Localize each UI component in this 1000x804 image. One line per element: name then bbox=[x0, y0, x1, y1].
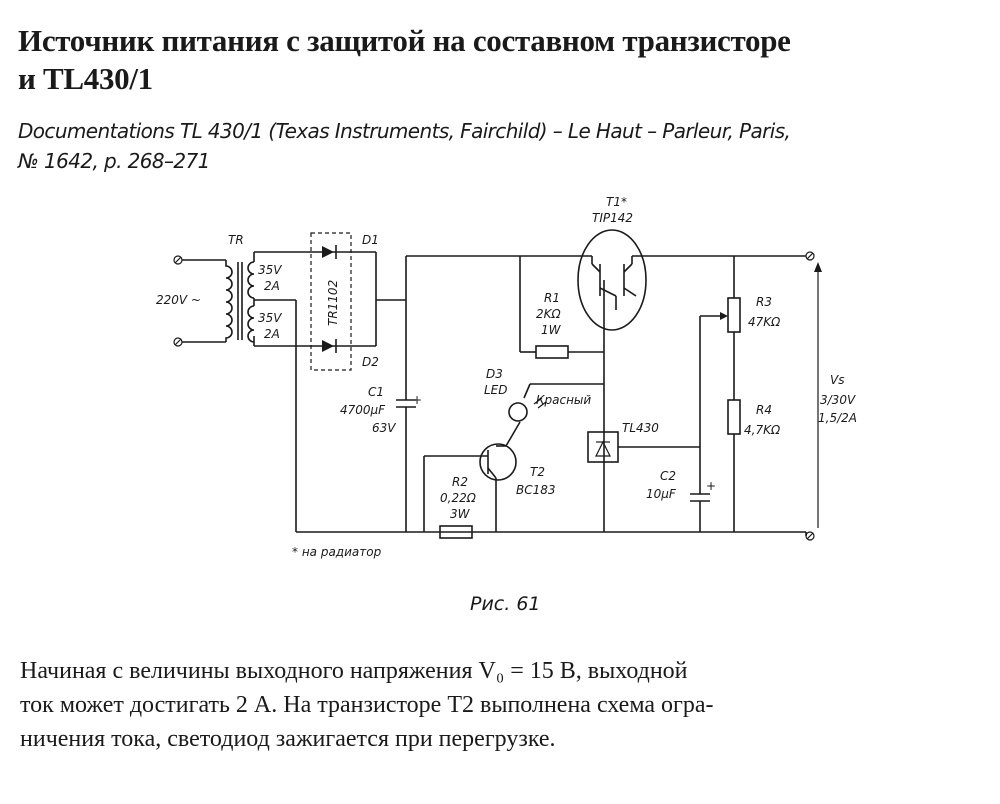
capacitor-c2 bbox=[690, 312, 728, 532]
label-c2-ref: C2 bbox=[660, 469, 676, 483]
label-t1-ref: T1* bbox=[606, 195, 627, 209]
label-c2-val: 10μF bbox=[646, 487, 677, 501]
body-line-1: Начиная с величины выходного напряжения … bbox=[20, 658, 688, 684]
title-line-1: Источник питания с защитой на составном … bbox=[18, 23, 791, 58]
body-paragraph: Начиная с величины выходного напряжения … bbox=[20, 654, 985, 756]
resistor-r4 bbox=[727, 399, 741, 532]
body-line-2: ток может достигать 2 А. На транзисторе … bbox=[20, 692, 714, 718]
label-d3-ref: D3 bbox=[486, 367, 503, 381]
label-r3-val: 47KΩ bbox=[748, 315, 781, 329]
label-t1-part: TIP142 bbox=[592, 211, 633, 225]
label-t2-part: BC183 bbox=[516, 483, 556, 497]
label-vs-current: 1,5/2A bbox=[818, 411, 857, 425]
label-r1-ref: R1 bbox=[544, 291, 560, 305]
label-t2-ref: T2 bbox=[530, 465, 545, 479]
label-mains: 220V ~ bbox=[156, 293, 201, 307]
label-c1-ref: C1 bbox=[368, 385, 384, 399]
label-r2-ref: R2 bbox=[452, 475, 468, 489]
mains-terminals bbox=[173, 255, 226, 347]
output-terminal-plus bbox=[805, 251, 815, 261]
label-d2: D2 bbox=[362, 355, 379, 369]
label-r1-pwr: 1W bbox=[541, 323, 562, 337]
label-w1-volt: 35V bbox=[258, 263, 282, 277]
label-r4-ref: R4 bbox=[756, 403, 772, 417]
label-bridge: TR1102 bbox=[326, 280, 340, 326]
diode-bridge bbox=[300, 232, 406, 371]
label-c1-plus: + bbox=[412, 393, 422, 407]
resistor-r2 bbox=[439, 525, 473, 539]
label-c2-plus: + bbox=[706, 479, 716, 493]
label-r4-val: 4,7KΩ bbox=[744, 423, 781, 437]
label-w2-amp: 2A bbox=[264, 327, 280, 341]
label-r1-val: 2KΩ bbox=[536, 307, 562, 321]
title-line-2: и TL430/1 bbox=[18, 61, 153, 96]
label-heatsink-note: * на радиатор bbox=[292, 545, 382, 559]
label-w1-amp: 2A bbox=[264, 279, 280, 293]
capacitor-c1 bbox=[396, 300, 416, 532]
source-line-1: Documentations TL 430/1 (Texas Instrumen… bbox=[18, 119, 791, 143]
source-reference: Documentations TL 430/1 (Texas Instrumen… bbox=[18, 116, 978, 176]
label-r2-val: 0,22Ω bbox=[440, 491, 477, 505]
transformer bbox=[225, 251, 300, 532]
label-r2-pwr: 3W bbox=[450, 507, 471, 521]
transistor-t1 bbox=[577, 229, 647, 331]
resistor-r3 bbox=[727, 256, 741, 400]
source-line-2: № 1642, p. 268–271 bbox=[18, 149, 210, 173]
label-d1: D1 bbox=[362, 233, 379, 247]
page-title: Источник питания с защитой на составном … bbox=[18, 22, 978, 98]
label-d3-type: LED bbox=[484, 383, 508, 397]
label-w2-volt: 35V bbox=[258, 311, 282, 325]
label-c1-val: 4700μF bbox=[340, 403, 386, 417]
label-tr: TR bbox=[228, 233, 244, 247]
figure-caption: Рис. 61 bbox=[470, 593, 541, 615]
regulator-tl430 bbox=[587, 431, 700, 463]
output-voltage-arrow bbox=[814, 262, 822, 528]
resistor-r1 bbox=[519, 256, 605, 532]
transistor-t2 bbox=[423, 443, 517, 532]
label-vs-range: 3/30V bbox=[820, 393, 856, 407]
label-c1-volt: 63V bbox=[372, 421, 396, 435]
body-line-3: ничения тока, светодиод зажигается при п… bbox=[20, 726, 556, 752]
led-d3 bbox=[505, 383, 604, 447]
label-vs: Vs bbox=[830, 373, 844, 387]
label-r3-ref: R3 bbox=[756, 295, 772, 309]
label-d3-color: Красный bbox=[536, 393, 591, 407]
label-tl430: TL430 bbox=[622, 421, 659, 435]
